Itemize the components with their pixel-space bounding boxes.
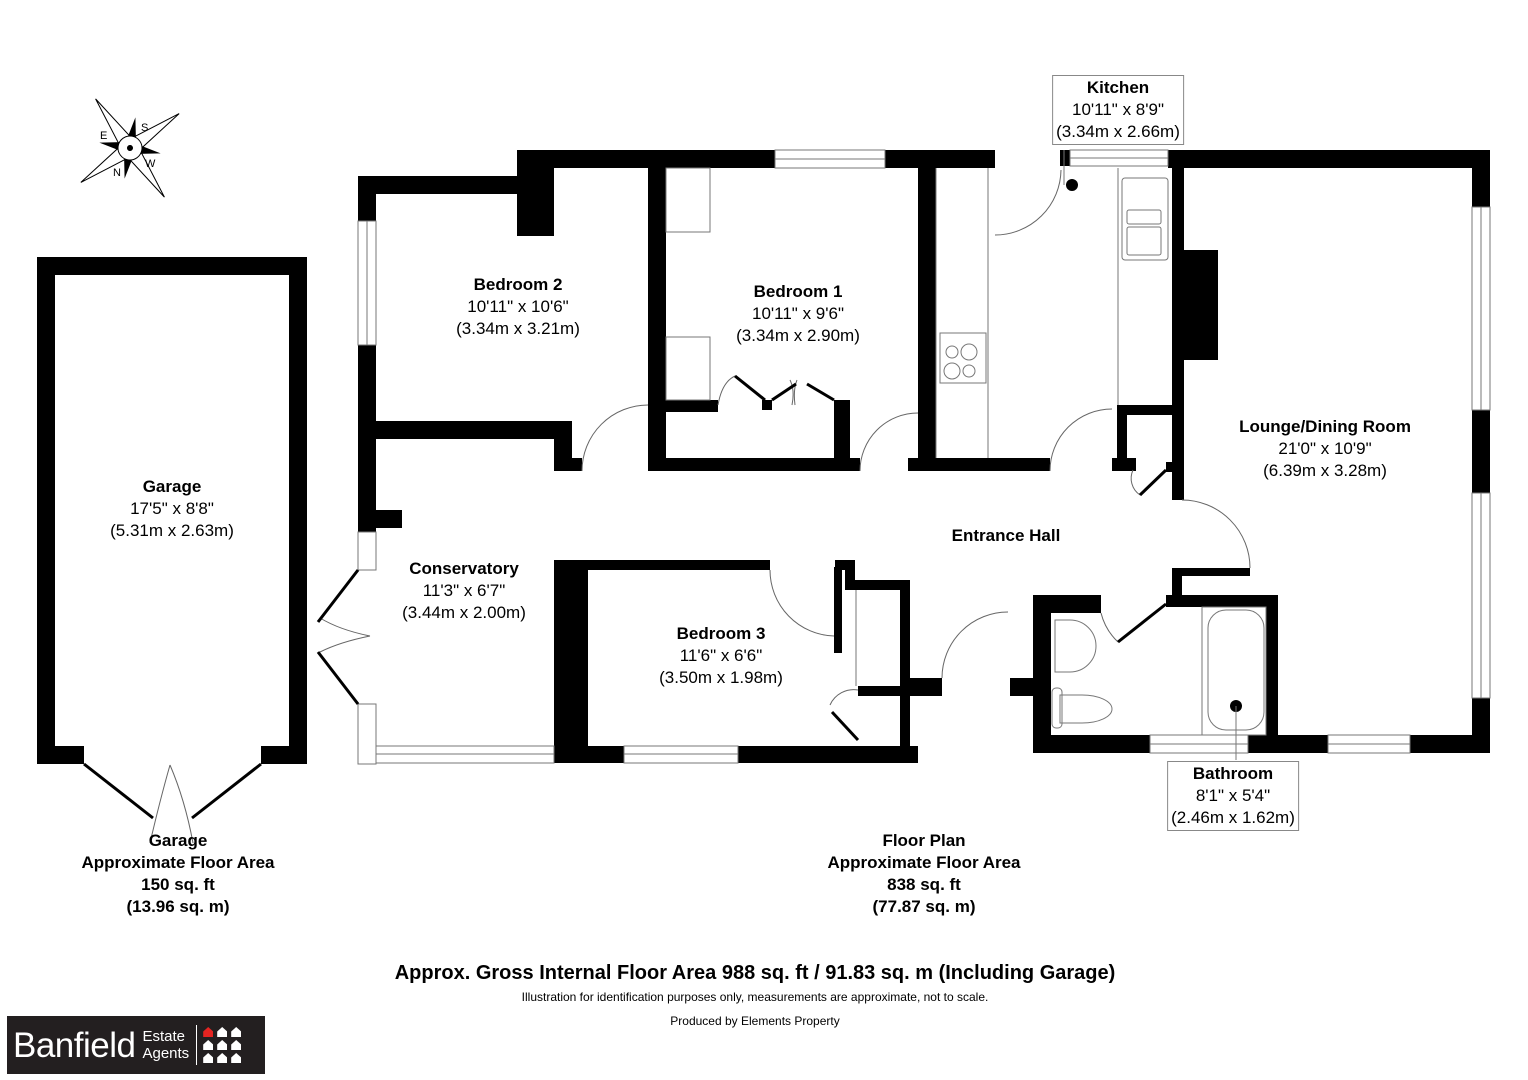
room-dim-metric: (3.34m x 3.21m) [456,319,580,338]
area-imperial: 150 sq. ft [141,875,215,894]
compass-rose-icon [80,98,180,198]
area-title: Garage [148,831,208,850]
logo-subtitle: Estate Agents [142,1028,189,1062]
room-name: Bedroom 2 [473,275,563,294]
room-name: Bedroom 1 [753,282,843,301]
logo-line-1: Estate [142,1028,186,1045]
house-icon [203,1040,214,1050]
room-label-bedroom-3: Bedroom 3 11'6" x 6'6" (3.50m x 1.98m) [659,623,783,689]
garage-area-summary: Garage Approximate Floor Area 150 sq. ft… [81,830,274,918]
room-dim-imperial: 10'11" x 9'6" [752,304,844,323]
room-label-bedroom-1: Bedroom 1 10'11" x 9'6" (3.34m x 2.90m) [736,281,860,347]
disclaimer-text: Illustration for identification purposes… [521,990,989,1004]
garage-wall-left [37,257,55,764]
room-label-conservatory: Conservatory 11'3" x 6'7" (3.44m x 2.00m… [402,558,526,624]
room-dim-imperial: 11'3" x 6'7" [422,581,506,600]
producer-credit: Produced by Elements Property [670,1014,840,1028]
room-dim-imperial: 10'11" x 8'9" [1072,100,1164,119]
house-icon [231,1027,242,1037]
room-dim-imperial: 11'6" x 6'6" [679,646,763,665]
house-icon [203,1027,214,1037]
logo-line-2: Agents [142,1045,190,1062]
house-icon [217,1040,228,1050]
gross-floor-area: Approx. Gross Internal Floor Area 988 sq… [394,962,1116,984]
house-icon [217,1053,228,1063]
house-icon [203,1053,214,1063]
logo-brand: Banfield [13,1025,136,1065]
room-name: Bathroom [1192,764,1274,783]
room-dim-imperial: 10'11" x 10'6" [467,297,569,316]
logo-divider [196,1025,198,1065]
compass-s: S [141,122,148,134]
room-dim-metric: (3.34m x 2.66m) [1056,122,1180,141]
house-icon [231,1053,242,1063]
house-icon [217,1027,228,1037]
room-dim-metric: (6.39m x 3.28m) [1263,461,1387,480]
area-title: Floor Plan [882,831,966,850]
room-dim-metric: (2.46m x 1.62m) [1171,808,1295,827]
room-label-bathroom: Bathroom 8'1" x 5'4" (2.46m x 1.62m) [1167,761,1299,831]
area-imperial: 838 sq. ft [887,875,961,894]
room-dim-metric: (3.50m x 1.98m) [659,668,783,687]
room-name: Kitchen [1086,78,1150,97]
area-metric: (77.87 sq. m) [872,897,976,916]
room-name: Lounge/Dining Room [1239,417,1411,436]
room-name: Entrance Hall [951,526,1061,545]
room-dim-imperial: 8'1" x 5'4" [1195,786,1271,805]
garage-wall-top [37,257,307,275]
house-icon [231,1040,242,1050]
area-subtitle: Approximate Floor Area [827,853,1021,872]
room-dim-metric: (5.31m x 2.63m) [110,521,234,540]
room-name: Garage [142,477,202,496]
room-dim-metric: (3.34m x 2.90m) [736,326,860,345]
compass-n: N [113,167,121,179]
room-label-garage: Garage 17'5" x 8'8" (5.31m x 2.63m) [110,476,234,542]
room-label-bedroom-2: Bedroom 2 10'11" x 10'6" (3.34m x 3.21m) [456,274,580,340]
room-label-lounge: Lounge/Dining Room 21'0" x 10'9" (6.39m … [1239,416,1411,482]
room-name: Bedroom 3 [676,624,766,643]
room-dim-imperial: 17'5" x 8'8" [130,499,214,518]
floor-plan-area-summary: Floor Plan Approximate Floor Area 838 sq… [827,830,1020,918]
houses-icon [203,1027,242,1063]
room-label-entrance-hall: Entrance Hall [952,525,1061,547]
compass-e: E [100,130,107,142]
room-dim-metric: (3.44m x 2.00m) [402,603,526,622]
room-name: Conservatory [409,559,519,578]
banfield-logo: Banfield Estate Agents [7,1016,265,1074]
area-metric: (13.96 sq. m) [126,897,230,916]
area-subtitle: Approximate Floor Area [81,853,275,872]
garage-wall-right [289,257,307,764]
room-dim-imperial: 21'0" x 10'9" [1278,439,1372,458]
compass-w: W [145,158,156,170]
room-label-kitchen: Kitchen 10'11" x 8'9" (3.34m x 2.66m) [1052,75,1184,145]
